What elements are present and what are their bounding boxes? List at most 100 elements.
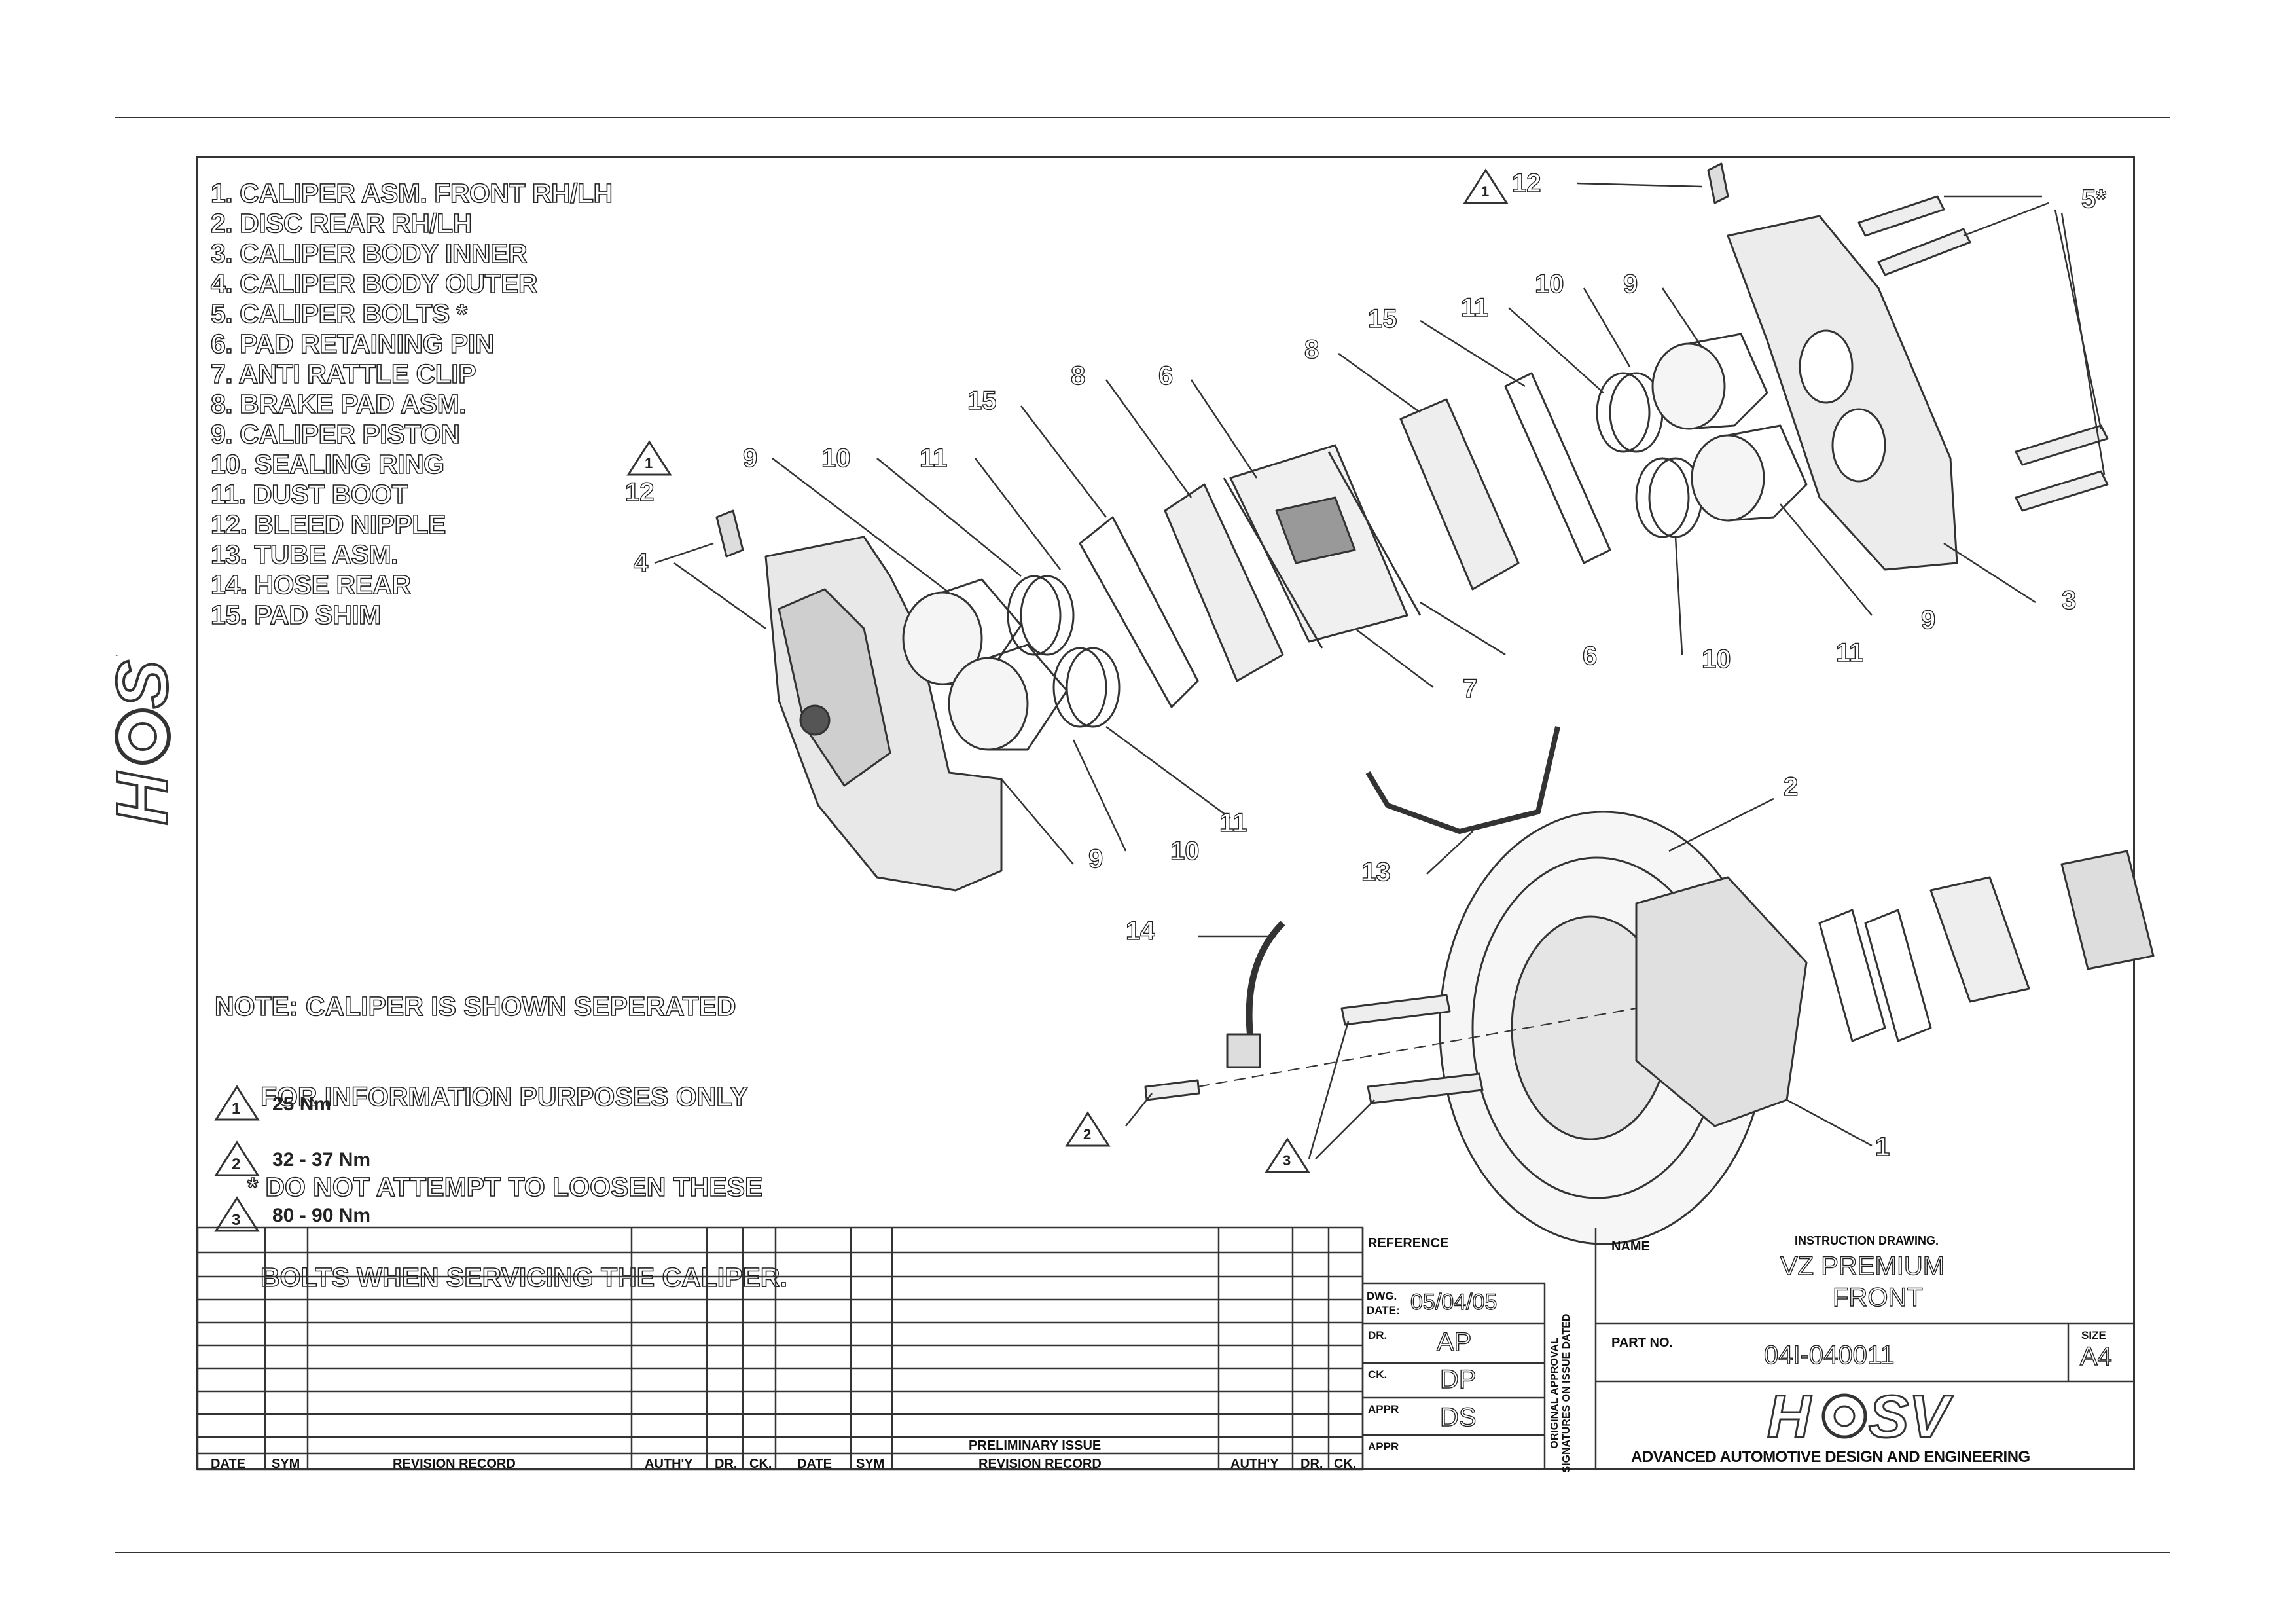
triangle-label-3: 3 [1283,1152,1291,1169]
callout-11: 11 [919,443,948,473]
ck-value: DP [1439,1364,1477,1394]
note-line: NOTE: CALIPER IS SHOWN SEPERATED [214,991,736,1022]
dwg-date-label: DATE: [1367,1304,1400,1317]
page-bottom-rule [115,1552,2170,1553]
brake-pad-left [1164,483,1284,682]
parts-list-item: 2. DISC REAR RH/LH [210,208,473,239]
appr-label: APPR [1368,1403,1399,1415]
triangle-label-2: 2 [1083,1126,1092,1142]
appr-value: DS [1439,1402,1477,1432]
drawing-name-line2: FRONT [1832,1283,1923,1312]
callout-10: 10 [1701,644,1731,674]
callout-5: 5* [2081,184,2106,213]
parts-list-item: 12. BLEED NIPPLE [210,509,446,540]
torque-value: 32 - 37 Nm [272,1149,371,1171]
callout-9: 9 [1920,605,1936,634]
callout-11: 11 [1219,808,1247,837]
parts-list-item: 4. CALIPER BODY OUTER [210,268,538,299]
rev-header-ck: CK. [749,1457,772,1471]
tube-assembly [1365,726,1560,834]
pad-shim-right [1504,372,1611,564]
parts-list-item: 13. TUBE ASM. [210,539,399,570]
callout-8: 8 [1070,361,1086,390]
parts-list-item: 11. DUST BOOT [210,479,408,510]
callout-11: 11 [1460,293,1489,322]
instruction-drawing: INSTRUCTION DRAWING. [1795,1234,1939,1247]
callout-15: 15 [1367,304,1397,333]
size-label: SIZE [2081,1329,2106,1341]
torque-triangle-1-left [626,440,672,476]
callout-13: 13 [1361,857,1391,886]
parts-list-item: 10. SEALING RING [210,448,445,480]
page-top-rule [115,117,2170,118]
ck-label: CK. [1368,1368,1388,1381]
callout-9: 9 [1623,269,1638,299]
drawing-name-line1: VZ PREMIUM [1780,1251,1945,1281]
callout-14: 14 [1125,916,1155,945]
parts-list-item: 5. CALIPER BOLTS * [210,298,467,329]
triangle-label-1-left: 1 [645,455,653,471]
part-no-label: PART NO. [1611,1336,1674,1350]
callout-15: 15 [967,386,997,415]
callout-12-left: 12 [624,477,655,507]
callout-6: 6 [1158,361,1174,390]
torque-triangle-1-right [1463,168,1509,204]
rev-header-date: DATE [797,1457,832,1471]
parts-list-item: 7. ANTI RATTLE CLIP [210,358,476,390]
torque-marker-label: 3 [232,1211,241,1229]
dr-value: AP [1436,1327,1472,1357]
preliminary-issue: PRELIMINARY ISSUE [969,1438,1102,1453]
rev-header-sym: SYM [856,1457,885,1471]
brake-pad-right [1399,398,1520,591]
torque-triangle-3 [1265,1137,1310,1173]
logo-h: H [1767,1385,1812,1444]
callout-6: 6 [1582,641,1598,670]
bleed-nipple-left [715,509,744,558]
callout-2: 2 [1783,772,1799,801]
hose-rear [1246,921,1285,1035]
callout-1: 1 [1874,1132,1890,1161]
side-logo-h: H [102,771,183,825]
rev-header-record: REVISION RECORD [393,1457,516,1471]
note-line: FOR INFORMATION PURPOSES ONLY [260,1081,748,1112]
title-block-hsv-logo: H SV [1767,1383,1977,1451]
torque-value: 80 - 90 Nm [272,1205,371,1226]
callout-7: 7 [1462,674,1478,703]
bleed-nipple-right [1707,162,1729,204]
callout-8: 8 [1304,335,1319,364]
dwg-date-value: 05/04/05 [1410,1289,1498,1315]
callout-12-right: 12 [1511,168,1541,198]
size-value: A4 [2079,1341,2112,1371]
parts-list-item: 9. CALIPER PISTON [210,418,460,450]
caliper-bolt [2015,470,2109,512]
note-line: * DO NOT ATTEMPT TO LOOSEN THESE [247,1171,763,1203]
parts-list-item: 15. PAD SHIM [210,599,382,630]
parts-list-item: 6. PAD RETAINING PIN [210,328,495,359]
rev-header-authy: AUTH'Y [645,1457,693,1471]
callout-3: 3 [2061,585,2077,615]
parts-list-item: 8. BRAKE PAD ASM. [210,388,467,420]
rev-header-dr: DR. [1300,1457,1323,1471]
callout-9: 9 [742,443,758,473]
torque-value: 25 Nm [272,1093,332,1115]
callout-11: 11 [1835,638,1864,667]
torque-triangle-2 [1065,1111,1111,1147]
callout-10: 10 [1534,269,1564,299]
appr-label-2: APPR [1368,1440,1399,1453]
parts-list-item: 3. CALIPER BODY INNER [210,238,528,269]
part-no-value: 04I-040011 [1763,1340,1895,1370]
parts-list-item: 1. CALIPER ASM. FRONT RH/LH [210,177,613,209]
company-name: ADVANCED AUTOMOTIVE DESIGN AND ENGINEERI… [1631,1448,2030,1466]
dr-label: DR. [1368,1329,1388,1341]
pad-shim-left [1079,516,1199,708]
rev-header-dr: DR. [715,1457,738,1471]
caliper-bolt [1877,228,1971,276]
rev-header-record: REVISION RECORD [978,1457,1102,1471]
original-approval-note: ORIGINAL APPROVAL SIGNATURES ON ISSUE DA… [1549,1313,1572,1473]
dwg-date-label: DWG. [1367,1290,1397,1302]
logo-sv: SV [1869,1385,1953,1444]
callout-10: 10 [1170,836,1200,866]
callout-4: 4 [633,548,649,577]
